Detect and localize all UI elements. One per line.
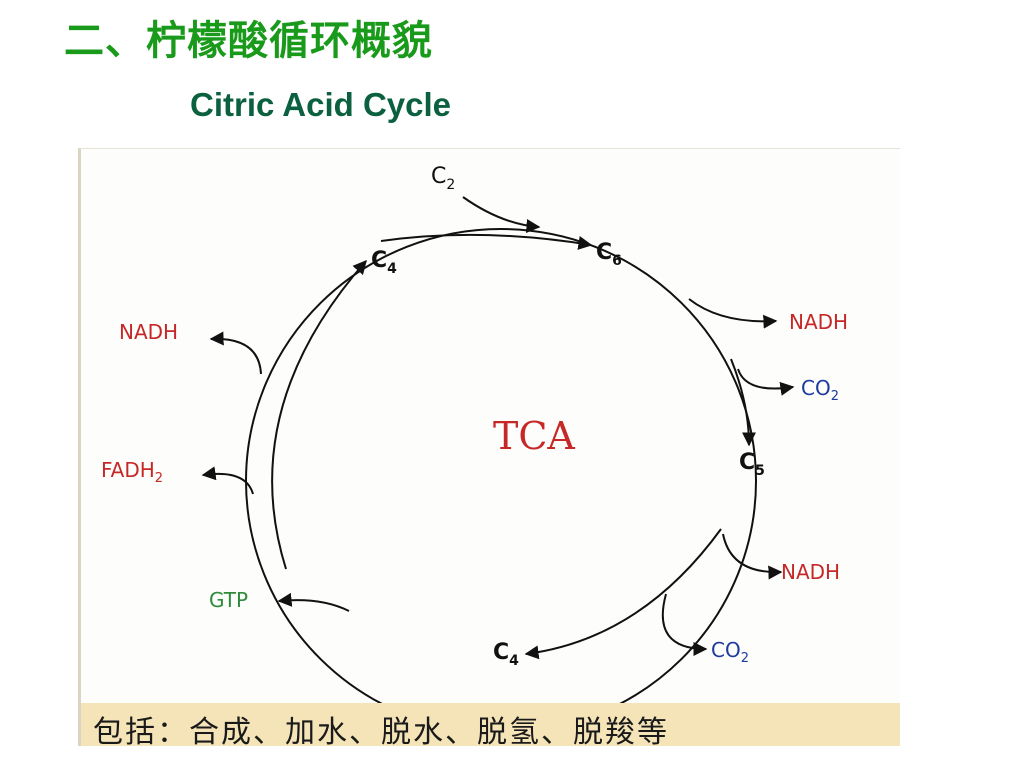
node-c5: C5 bbox=[739, 450, 765, 479]
summary-band: 包括：合成、加水、脱水、脱氢、脱羧等 bbox=[81, 703, 900, 746]
arrow-fadh2-left bbox=[201, 466, 254, 495]
tca-center-label: TCA bbox=[493, 414, 575, 458]
arrow-nadh-left bbox=[209, 331, 262, 375]
product-co2-bottom: CO2 bbox=[711, 638, 749, 666]
arrow-c2-entry bbox=[462, 196, 541, 233]
arrow-c4-to-c6 bbox=[380, 233, 593, 250]
arrow-co2-bottom bbox=[661, 593, 708, 656]
slide-title: 二、柠檬酸循环概貌 bbox=[64, 17, 433, 64]
tca-cycle-svg: TCA C2 C4 C6 C5 C4 NADH CO2 NADH CO2 NAD… bbox=[101, 164, 848, 734]
arrow-c4-bottom-to-c4-top bbox=[271, 259, 367, 570]
product-nadh-right-2: NADH bbox=[781, 560, 840, 584]
node-c4-top: C4 bbox=[371, 248, 397, 277]
product-nadh-left: NADH bbox=[119, 320, 178, 344]
arrow-c5-to-c4-bottom bbox=[524, 528, 722, 660]
node-c4-bottom: C4 bbox=[493, 640, 519, 669]
arrow-nadh-right-1 bbox=[688, 298, 778, 329]
product-nadh-right-1: NADH bbox=[789, 310, 848, 334]
arrow-c6-to-c5 bbox=[730, 358, 756, 447]
node-c2: C2 bbox=[431, 164, 455, 193]
product-fadh2-left: FADH2 bbox=[101, 458, 163, 486]
summary-text: 包括：合成、加水、脱水、脱氢、脱羧等 bbox=[93, 715, 669, 746]
arrow-gtp-left bbox=[277, 592, 350, 612]
arrow-nadh-right-2 bbox=[722, 533, 783, 580]
arrow-co2-right-1 bbox=[737, 368, 795, 396]
slide-subtitle: Citric Acid Cycle bbox=[190, 86, 452, 123]
tca-cycle-diagram: TCA C2 C4 C6 C5 C4 NADH CO2 NADH CO2 NAD… bbox=[78, 148, 900, 746]
product-gtp-left: GTP bbox=[209, 588, 248, 612]
node-c6: C6 bbox=[596, 240, 622, 269]
product-co2-right-1: CO2 bbox=[801, 376, 839, 404]
